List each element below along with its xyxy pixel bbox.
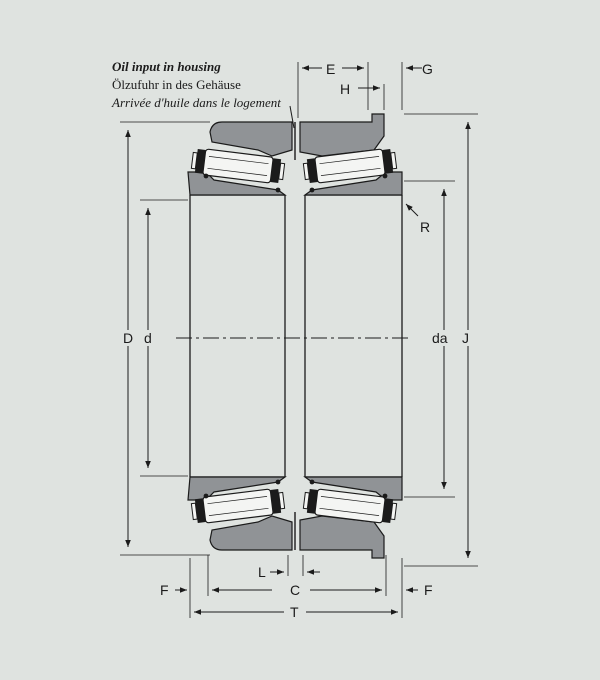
bottom-section [187,476,403,559]
dim-label-L: L [258,564,266,580]
extension-lines [120,62,478,618]
dim-label-D: D [123,330,134,346]
dim-label-H: H [340,81,351,97]
inner-ring-outline [189,194,403,478]
oil-input-caption: Oil input in housing Ölzufuhr in des Geh… [112,58,281,112]
outer-cup-top [209,113,385,157]
dim-label-T: T [290,604,299,620]
dim-label-F-left: F [160,582,169,598]
caption-french: Arrivée d'huile dans le logement [112,95,281,110]
dim-label-C: C [290,582,301,598]
dimension-arrows [125,65,471,615]
top-section [187,113,403,196]
oil-pointer-line [289,105,295,129]
dim-label-F-right: F [424,582,433,598]
dim-label-d: d [144,330,152,346]
caption-english: Oil input in housing [112,59,221,74]
dim-label-da: da [432,330,448,346]
dim-label-E: E [326,61,336,77]
dim-label-G: G [422,61,433,77]
dim-label-J: J [462,330,469,346]
dim-label-R: R [420,219,431,235]
caption-german: Ölzufuhr in des Gehäuse [112,77,241,92]
outer-cup-bottom [209,515,385,559]
